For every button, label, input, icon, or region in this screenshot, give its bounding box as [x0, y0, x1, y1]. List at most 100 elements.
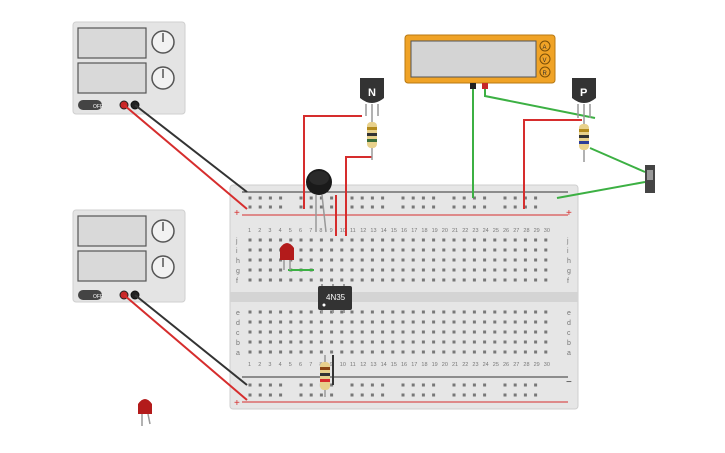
breadboard-hole[interactable] [248, 238, 252, 242]
breadboard-hole[interactable] [483, 268, 487, 272]
breadboard-hole[interactable] [258, 350, 262, 354]
breadboard-hole[interactable] [381, 393, 385, 397]
breadboard-hole[interactable] [452, 340, 456, 344]
breadboard-hole[interactable] [309, 340, 313, 344]
breadboard-hole[interactable] [258, 196, 262, 200]
breadboard-hole[interactable] [462, 393, 466, 397]
breadboard-hole[interactable] [340, 268, 344, 272]
breadboard-hole[interactable] [401, 393, 405, 397]
breadboard-hole[interactable] [248, 248, 252, 252]
breadboard-hole[interactable] [381, 330, 385, 334]
breadboard-hole[interactable] [421, 278, 425, 282]
breadboard-hole[interactable] [503, 238, 507, 242]
breadboard-hole[interactable] [523, 330, 527, 334]
breadboard-hole[interactable] [421, 340, 425, 344]
breadboard-hole[interactable] [483, 393, 487, 397]
breadboard-hole[interactable] [279, 340, 283, 344]
breadboard-hole[interactable] [523, 268, 527, 272]
breadboard-hole[interactable] [350, 393, 354, 397]
breadboard-hole[interactable] [411, 258, 415, 262]
breadboard-hole[interactable] [523, 248, 527, 252]
breadboard-hole[interactable] [432, 330, 436, 334]
breadboard-hole[interactable] [381, 383, 385, 387]
breadboard-hole[interactable] [350, 350, 354, 354]
breadboard-hole[interactable] [503, 330, 507, 334]
breadboard-hole[interactable] [544, 268, 548, 272]
breadboard-hole[interactable] [299, 196, 303, 200]
breadboard-hole[interactable] [523, 238, 527, 242]
breadboard-hole[interactable] [330, 278, 334, 282]
breadboard-hole[interactable] [534, 278, 538, 282]
breadboard-hole[interactable] [401, 205, 405, 209]
breadboard-hole[interactable] [381, 196, 385, 200]
breadboard-hole[interactable] [452, 393, 456, 397]
breadboard-hole[interactable] [299, 393, 303, 397]
breadboard-hole[interactable] [523, 205, 527, 209]
breadboard-hole[interactable] [523, 350, 527, 354]
breadboard-hole[interactable] [299, 330, 303, 334]
breadboard-hole[interactable] [513, 393, 517, 397]
breadboard-hole[interactable] [391, 330, 395, 334]
breadboard-hole[interactable] [381, 268, 385, 272]
breadboard-hole[interactable] [462, 330, 466, 334]
breadboard-hole[interactable] [483, 205, 487, 209]
breadboard-hole[interactable] [401, 238, 405, 242]
breadboard-hole[interactable] [268, 205, 272, 209]
breadboard-hole[interactable] [360, 196, 364, 200]
breadboard-hole[interactable] [421, 310, 425, 314]
breadboard-hole[interactable] [421, 330, 425, 334]
breadboard-hole[interactable] [472, 205, 476, 209]
off-switch[interactable] [78, 290, 102, 300]
breadboard-hole[interactable] [289, 238, 293, 242]
breadboard-hole[interactable] [432, 258, 436, 262]
breadboard-hole[interactable] [268, 238, 272, 242]
breadboard-hole[interactable] [279, 238, 283, 242]
breadboard-hole[interactable] [289, 350, 293, 354]
breadboard-hole[interactable] [340, 258, 344, 262]
breadboard-hole[interactable] [289, 340, 293, 344]
breadboard-hole[interactable] [513, 196, 517, 200]
breadboard-hole[interactable] [248, 340, 252, 344]
breadboard-hole[interactable] [421, 393, 425, 397]
breadboard-hole[interactable] [442, 238, 446, 242]
breadboard-hole[interactable] [472, 278, 476, 282]
breadboard-hole[interactable] [299, 383, 303, 387]
transistor-p[interactable]: P [572, 78, 596, 118]
breadboard-hole[interactable] [370, 383, 374, 387]
breadboard-hole[interactable] [258, 238, 262, 242]
breadboard-hole[interactable] [421, 268, 425, 272]
breadboard-hole[interactable] [350, 248, 354, 252]
breadboard-hole[interactable] [350, 278, 354, 282]
breadboard-hole[interactable] [299, 205, 303, 209]
breadboard-hole[interactable] [544, 340, 548, 344]
breadboard-hole[interactable] [523, 393, 527, 397]
breadboard-hole[interactable] [452, 320, 456, 324]
wire-green[interactable] [556, 181, 646, 199]
breadboard-hole[interactable] [299, 238, 303, 242]
breadboard-hole[interactable] [268, 340, 272, 344]
breadboard-hole[interactable] [319, 393, 323, 397]
breadboard-hole[interactable] [279, 196, 283, 200]
breadboard-hole[interactable] [330, 196, 334, 200]
breadboard-hole[interactable] [472, 310, 476, 314]
breadboard-hole[interactable] [381, 278, 385, 282]
breadboard-hole[interactable] [493, 340, 497, 344]
breadboard-hole[interactable] [472, 320, 476, 324]
breadboard-hole[interactable] [462, 310, 466, 314]
breadboard-hole[interactable] [432, 383, 436, 387]
breadboard-hole[interactable] [268, 248, 272, 252]
breadboard-hole[interactable] [370, 268, 374, 272]
breadboard-hole[interactable] [513, 320, 517, 324]
wire-red[interactable] [303, 115, 362, 209]
slide-switch[interactable] [645, 165, 655, 193]
breadboard-hole[interactable] [432, 310, 436, 314]
breadboard-hole[interactable] [330, 248, 334, 252]
breadboard-hole[interactable] [319, 196, 323, 200]
breadboard-hole[interactable] [381, 350, 385, 354]
breadboard-hole[interactable] [432, 238, 436, 242]
breadboard-hole[interactable] [258, 310, 262, 314]
breadboard-hole[interactable] [523, 340, 527, 344]
breadboard-hole[interactable] [483, 340, 487, 344]
breadboard-hole[interactable] [452, 278, 456, 282]
breadboard-hole[interactable] [391, 310, 395, 314]
